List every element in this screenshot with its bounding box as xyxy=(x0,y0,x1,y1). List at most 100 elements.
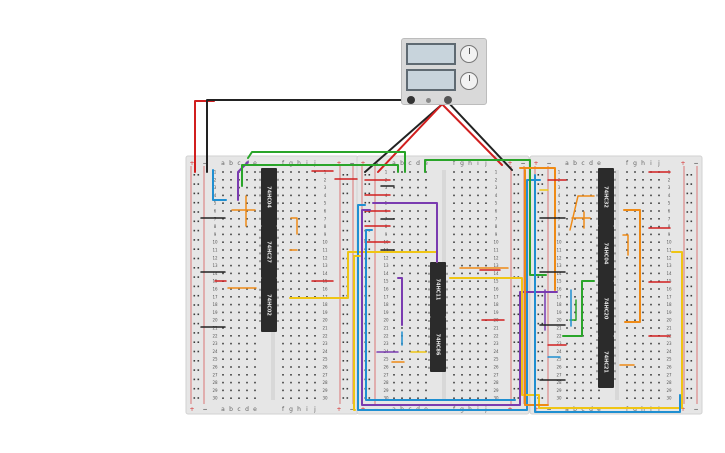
wire-purple-loop[interactable] xyxy=(361,209,558,406)
rail-hole xyxy=(537,322,540,325)
wire-blue-loop-2[interactable] xyxy=(365,229,516,401)
hole xyxy=(393,303,395,306)
hole xyxy=(574,171,576,173)
voltage-knob[interactable] xyxy=(460,45,478,63)
hole xyxy=(246,202,248,204)
row-number: 13 xyxy=(322,263,328,268)
column-letter: h xyxy=(297,406,301,413)
supply-red-wire-2[interactable] xyxy=(377,99,447,173)
chip-pin xyxy=(614,291,616,294)
rail-sign: + xyxy=(336,160,341,167)
ground-terminal[interactable] xyxy=(426,98,431,103)
rail-hole xyxy=(537,174,540,176)
rail-hole xyxy=(193,267,196,269)
hole xyxy=(417,272,419,275)
wire-blue-loop-3[interactable] xyxy=(534,174,681,413)
hole xyxy=(298,303,300,306)
rail-hole xyxy=(686,183,689,185)
wire-green-4[interactable] xyxy=(569,299,577,321)
chip-74hc02[interactable]: 74HC02 xyxy=(259,278,279,332)
power-supply[interactable] xyxy=(401,38,487,105)
supply-black-wire-3[interactable] xyxy=(445,99,513,171)
row-number: 7 xyxy=(495,216,498,221)
rail-hole xyxy=(690,360,693,362)
hole xyxy=(298,186,300,189)
hole xyxy=(230,358,232,360)
hole xyxy=(409,171,411,173)
rail-hole xyxy=(513,313,516,316)
rail-hole xyxy=(342,294,345,297)
wire-blue[interactable] xyxy=(212,169,227,201)
rail-hole xyxy=(541,257,544,260)
wire-yellow-loop[interactable] xyxy=(353,255,361,411)
chip-74hc11[interactable]: 74HC11 xyxy=(428,262,448,317)
hole xyxy=(469,249,471,251)
hole xyxy=(453,249,455,251)
chip-74hc86[interactable]: 74HC86 xyxy=(428,317,448,372)
wire-orange[interactable] xyxy=(290,217,298,235)
hole xyxy=(246,319,248,321)
chip-74hc27[interactable]: 74HC27 xyxy=(259,226,279,278)
wire-green-2[interactable] xyxy=(241,164,399,187)
negative-terminal[interactable] xyxy=(407,96,415,104)
row-number: 9 xyxy=(495,232,498,237)
hole xyxy=(477,179,479,181)
hole xyxy=(582,374,584,376)
chip-74hc21[interactable]: 74HC21 xyxy=(596,336,616,388)
chip-74hc32[interactable]: 74HC32 xyxy=(596,168,616,226)
hole xyxy=(409,296,411,298)
rail-hole xyxy=(537,220,540,223)
column-letter: b xyxy=(573,160,577,167)
rail-hole xyxy=(517,192,520,195)
positive-terminal[interactable] xyxy=(444,96,452,104)
chip-pin xyxy=(277,296,279,299)
current-knob[interactable] xyxy=(460,72,478,90)
chip-74hc04[interactable]: 74HC04 xyxy=(259,168,279,226)
column-letter: a xyxy=(565,406,569,413)
hole xyxy=(469,210,471,212)
hole xyxy=(590,350,592,353)
wire-orange-loop[interactable] xyxy=(519,167,556,291)
rail-hole xyxy=(513,387,516,390)
hole xyxy=(306,280,308,282)
column-letter: i xyxy=(650,160,652,167)
wire-green-3[interactable] xyxy=(562,280,595,337)
wire-green[interactable] xyxy=(247,151,406,173)
supply-black-wire[interactable] xyxy=(206,99,411,173)
rail-hole xyxy=(197,322,200,325)
hole xyxy=(650,225,652,228)
hole xyxy=(566,186,568,189)
rail-hole xyxy=(690,248,693,250)
hole xyxy=(650,272,652,275)
hole xyxy=(246,327,248,329)
rail-hole xyxy=(686,369,689,371)
wire-orange-loop-2[interactable] xyxy=(524,169,549,406)
chip-pin xyxy=(428,359,430,361)
hole xyxy=(222,296,224,298)
chip-pin xyxy=(614,378,616,380)
rail-hole xyxy=(193,360,196,362)
wire-purple-2[interactable] xyxy=(372,202,438,263)
chip-74hc04[interactable]: 74HC04 xyxy=(596,226,616,281)
row-number: 3 xyxy=(385,185,388,190)
row-number: 28 xyxy=(556,380,562,385)
wire-purple-3[interactable] xyxy=(397,277,403,326)
hole xyxy=(485,397,487,399)
wire-yellow-loop-2[interactable] xyxy=(449,251,683,409)
chip-74hc20[interactable]: 74HC20 xyxy=(596,281,616,336)
hole xyxy=(485,218,487,220)
hole xyxy=(409,358,411,360)
hole xyxy=(658,257,660,259)
hole xyxy=(282,171,284,173)
chip-pin xyxy=(259,178,261,181)
wire-orange-5[interactable] xyxy=(622,234,629,256)
rail-hole xyxy=(541,285,544,288)
hole xyxy=(461,233,463,236)
hole xyxy=(314,319,316,321)
hole xyxy=(634,233,636,236)
chip-pin xyxy=(259,186,261,189)
supply-red-wire-3[interactable] xyxy=(437,99,503,166)
hole xyxy=(401,233,403,236)
wire-orange-6[interactable] xyxy=(623,209,641,323)
